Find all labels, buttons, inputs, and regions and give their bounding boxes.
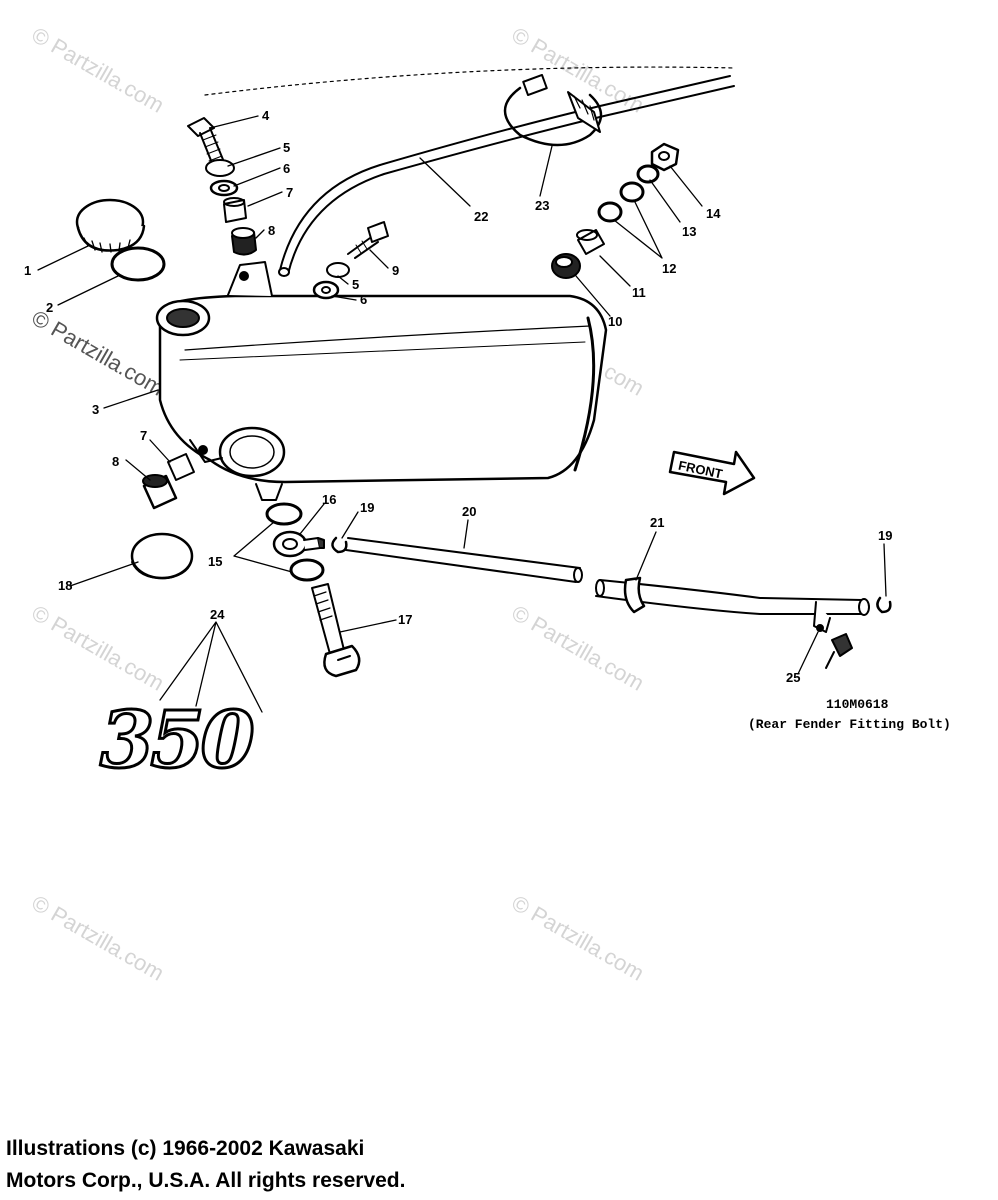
washer bbox=[636, 164, 660, 184]
part-note: (Rear Fender Fitting Bolt) bbox=[748, 717, 951, 732]
hose-clamp bbox=[503, 74, 603, 147]
oil-tank-cap bbox=[75, 198, 146, 253]
emblem-350: 350 bbox=[99, 694, 261, 788]
part-number: 110M0618 bbox=[826, 697, 889, 712]
callout-5: 5 bbox=[283, 140, 290, 155]
callout-24: 24 bbox=[210, 607, 225, 622]
nut bbox=[650, 142, 680, 172]
callout-16: 16 bbox=[322, 492, 336, 507]
grommet bbox=[231, 227, 257, 256]
oil-tank bbox=[155, 261, 608, 501]
grommet bbox=[551, 253, 581, 279]
callout-9: 9 bbox=[392, 263, 399, 278]
washer bbox=[597, 201, 623, 223]
callout-10: 10 bbox=[608, 314, 622, 329]
callout-12: 12 bbox=[662, 261, 676, 276]
callout-13: 13 bbox=[682, 224, 696, 239]
washer bbox=[265, 502, 303, 526]
oil-hose bbox=[345, 537, 583, 583]
callout-11: 11 bbox=[632, 285, 646, 300]
callout-7: 7 bbox=[140, 428, 147, 443]
callout-19: 19 bbox=[360, 500, 374, 515]
banjo-fitting bbox=[272, 530, 325, 558]
washer bbox=[289, 558, 325, 582]
collar bbox=[577, 229, 605, 255]
copyright-line-2: Motors Corp., U.S.A. All rights reserved… bbox=[6, 1169, 406, 1192]
hose-clip bbox=[331, 536, 348, 554]
hose-clamp bbox=[813, 601, 853, 669]
washer bbox=[205, 159, 235, 177]
callout-2: 2 bbox=[46, 300, 53, 315]
callout-22: 22 bbox=[474, 209, 488, 224]
collar bbox=[167, 453, 195, 481]
oil-hose bbox=[595, 576, 870, 616]
breather-hose bbox=[278, 75, 735, 277]
washer bbox=[326, 262, 350, 278]
callout-8: 8 bbox=[112, 454, 119, 469]
callout-8: 8 bbox=[268, 223, 275, 238]
callout-17: 17 bbox=[398, 612, 412, 627]
callout-1: 1 bbox=[24, 263, 31, 278]
emblem-text: 350 bbox=[100, 695, 255, 786]
callout-6: 6 bbox=[283, 161, 290, 176]
grommet bbox=[142, 474, 178, 510]
callout-18: 18 bbox=[58, 578, 72, 593]
callout-23: 23 bbox=[535, 198, 549, 213]
frame-outline bbox=[204, 66, 736, 96]
callout-20: 20 bbox=[462, 504, 476, 519]
cap-o-ring bbox=[110, 246, 166, 282]
callout-4: 4 bbox=[262, 108, 270, 123]
callout-15: 15 bbox=[208, 554, 222, 569]
callout-5: 5 bbox=[352, 277, 359, 292]
callout-3: 3 bbox=[92, 402, 99, 417]
callout-25: 25 bbox=[786, 670, 800, 685]
copyright-line-1: Illustrations (c) 1966-2002 Kawasaki bbox=[6, 1137, 365, 1160]
drain-plug bbox=[130, 532, 194, 580]
callout-19: 19 bbox=[878, 528, 892, 543]
copyright-notice: Illustrations (c) 1966-2002 Kawasaki Mot… bbox=[6, 1133, 405, 1197]
washer bbox=[312, 280, 340, 300]
washer bbox=[209, 179, 239, 197]
callout-21: 21 bbox=[650, 515, 664, 530]
callout-7: 7 bbox=[286, 185, 293, 200]
callout-6: 6 bbox=[360, 292, 367, 307]
washer bbox=[619, 181, 645, 203]
callout-14: 14 bbox=[706, 206, 721, 221]
banjo-bolt bbox=[311, 583, 361, 678]
hose-clip bbox=[876, 596, 892, 614]
front-direction-arrow bbox=[668, 450, 756, 496]
bolt bbox=[347, 221, 389, 259]
